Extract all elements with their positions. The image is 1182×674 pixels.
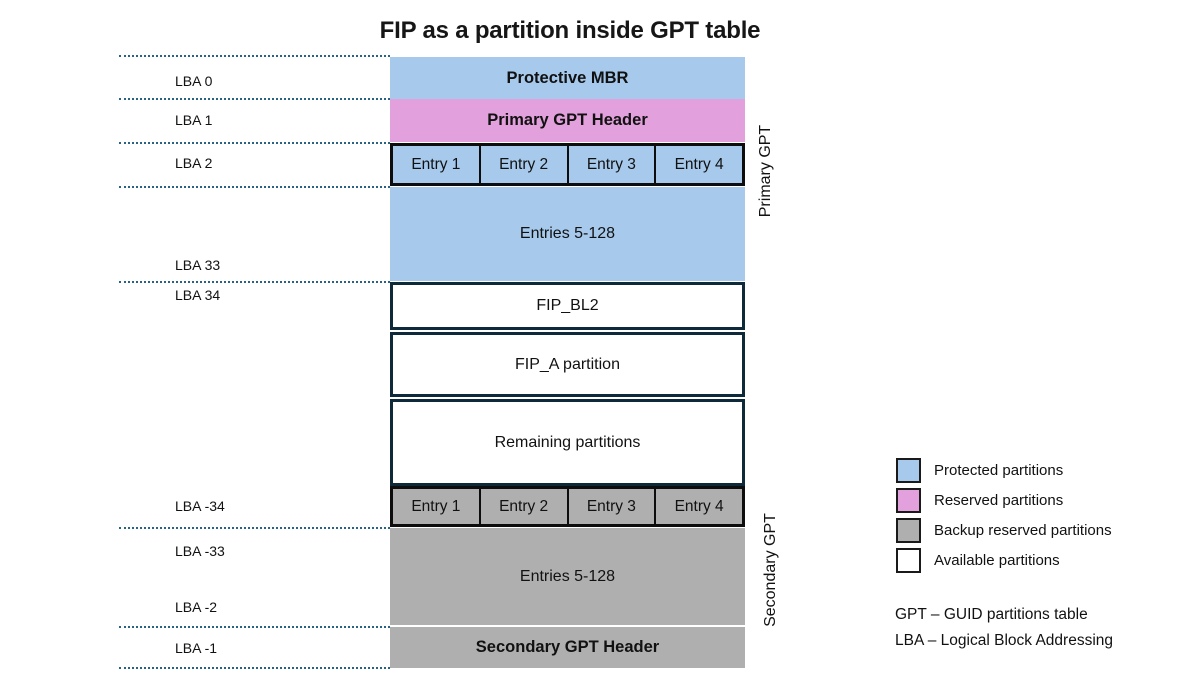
entry-cell: Entry 4 (674, 155, 724, 173)
lba-label: LBA -34 (175, 498, 225, 514)
lba-label: LBA 34 (175, 287, 221, 303)
lba-label: LBA -2 (175, 599, 218, 615)
entry-cell: Entry 2 (481, 146, 569, 183)
secondary-gpt-section-label: Secondary GPT (762, 513, 779, 627)
partition-block-protective-mbr: Protective MBR (390, 57, 745, 99)
dotted-line (119, 186, 390, 188)
definition-gpt: GPT – GUID partitions table (895, 606, 1088, 623)
legend-swatch-available (896, 548, 921, 573)
lba-label: LBA -1 (175, 640, 218, 656)
lba-label: LBA 1 (175, 112, 213, 128)
entry-cell: Entry 2 (481, 489, 569, 524)
secondary-entry-row: Entry 1 Entry 2 Entry 3 Entry 4 (390, 486, 745, 527)
primary-gpt-section-label: Primary GPT (757, 124, 774, 218)
dotted-line (119, 527, 390, 529)
partition-block-fip-a: FIP_A partition (390, 332, 745, 397)
partition-block-secondary-gpt-header: Secondary GPT Header (390, 627, 745, 668)
dotted-line (119, 142, 390, 144)
diagram-title: FIP as a partition inside GPT table (379, 17, 761, 44)
legend-item: Available partitions (896, 548, 1112, 573)
entry-cell: Entry 1 (393, 489, 481, 524)
partition-block-primary-gpt-header: Primary GPT Header (390, 99, 745, 142)
partition-block-fip-bl2: FIP_BL2 (390, 282, 745, 330)
legend-swatch-backup (896, 518, 921, 543)
lba-label: LBA 0 (175, 73, 213, 89)
legend-label: Protected partitions (934, 462, 1064, 479)
legend-label: Reserved partitions (934, 492, 1064, 509)
legend: Protected partitions Reserved partitions… (896, 458, 1112, 578)
definition-lba: LBA – Logical Block Addressing (895, 632, 1113, 649)
abbreviation-definitions: GPT – GUID partitions table LBA – Logica… (895, 602, 1113, 654)
legend-item: Backup reserved partitions (896, 518, 1112, 543)
dotted-line (119, 626, 390, 628)
partition-block-primary-entries: Entries 5-128 (390, 187, 745, 281)
primary-entry-row: Entry 1 Entry 2 Entry 3 Entry 4 (390, 143, 745, 186)
dotted-line (119, 55, 390, 57)
legend-swatch-reserved (896, 488, 921, 513)
dotted-line (119, 667, 390, 669)
dotted-line (119, 281, 390, 283)
entry-cell: Entry 1 (393, 146, 481, 183)
lba-label: LBA 2 (175, 155, 213, 171)
legend-label: Backup reserved partitions (934, 522, 1112, 539)
entry-cell: Entry 3 (569, 146, 657, 183)
legend-label: Available partitions (934, 552, 1060, 569)
partition-block-secondary-entries: Entries 5-128 (390, 528, 745, 625)
entry-cell: Entry 3 (569, 489, 657, 524)
legend-item: Reserved partitions (896, 488, 1112, 513)
partition-block-remaining: Remaining partitions (390, 399, 745, 486)
lba-label: LBA 33 (175, 257, 221, 273)
entry-cell: Entry 4 (674, 497, 724, 515)
legend-swatch-protected (896, 458, 921, 483)
dotted-line (119, 98, 390, 100)
lba-label: LBA -33 (175, 543, 225, 559)
legend-item: Protected partitions (896, 458, 1112, 483)
